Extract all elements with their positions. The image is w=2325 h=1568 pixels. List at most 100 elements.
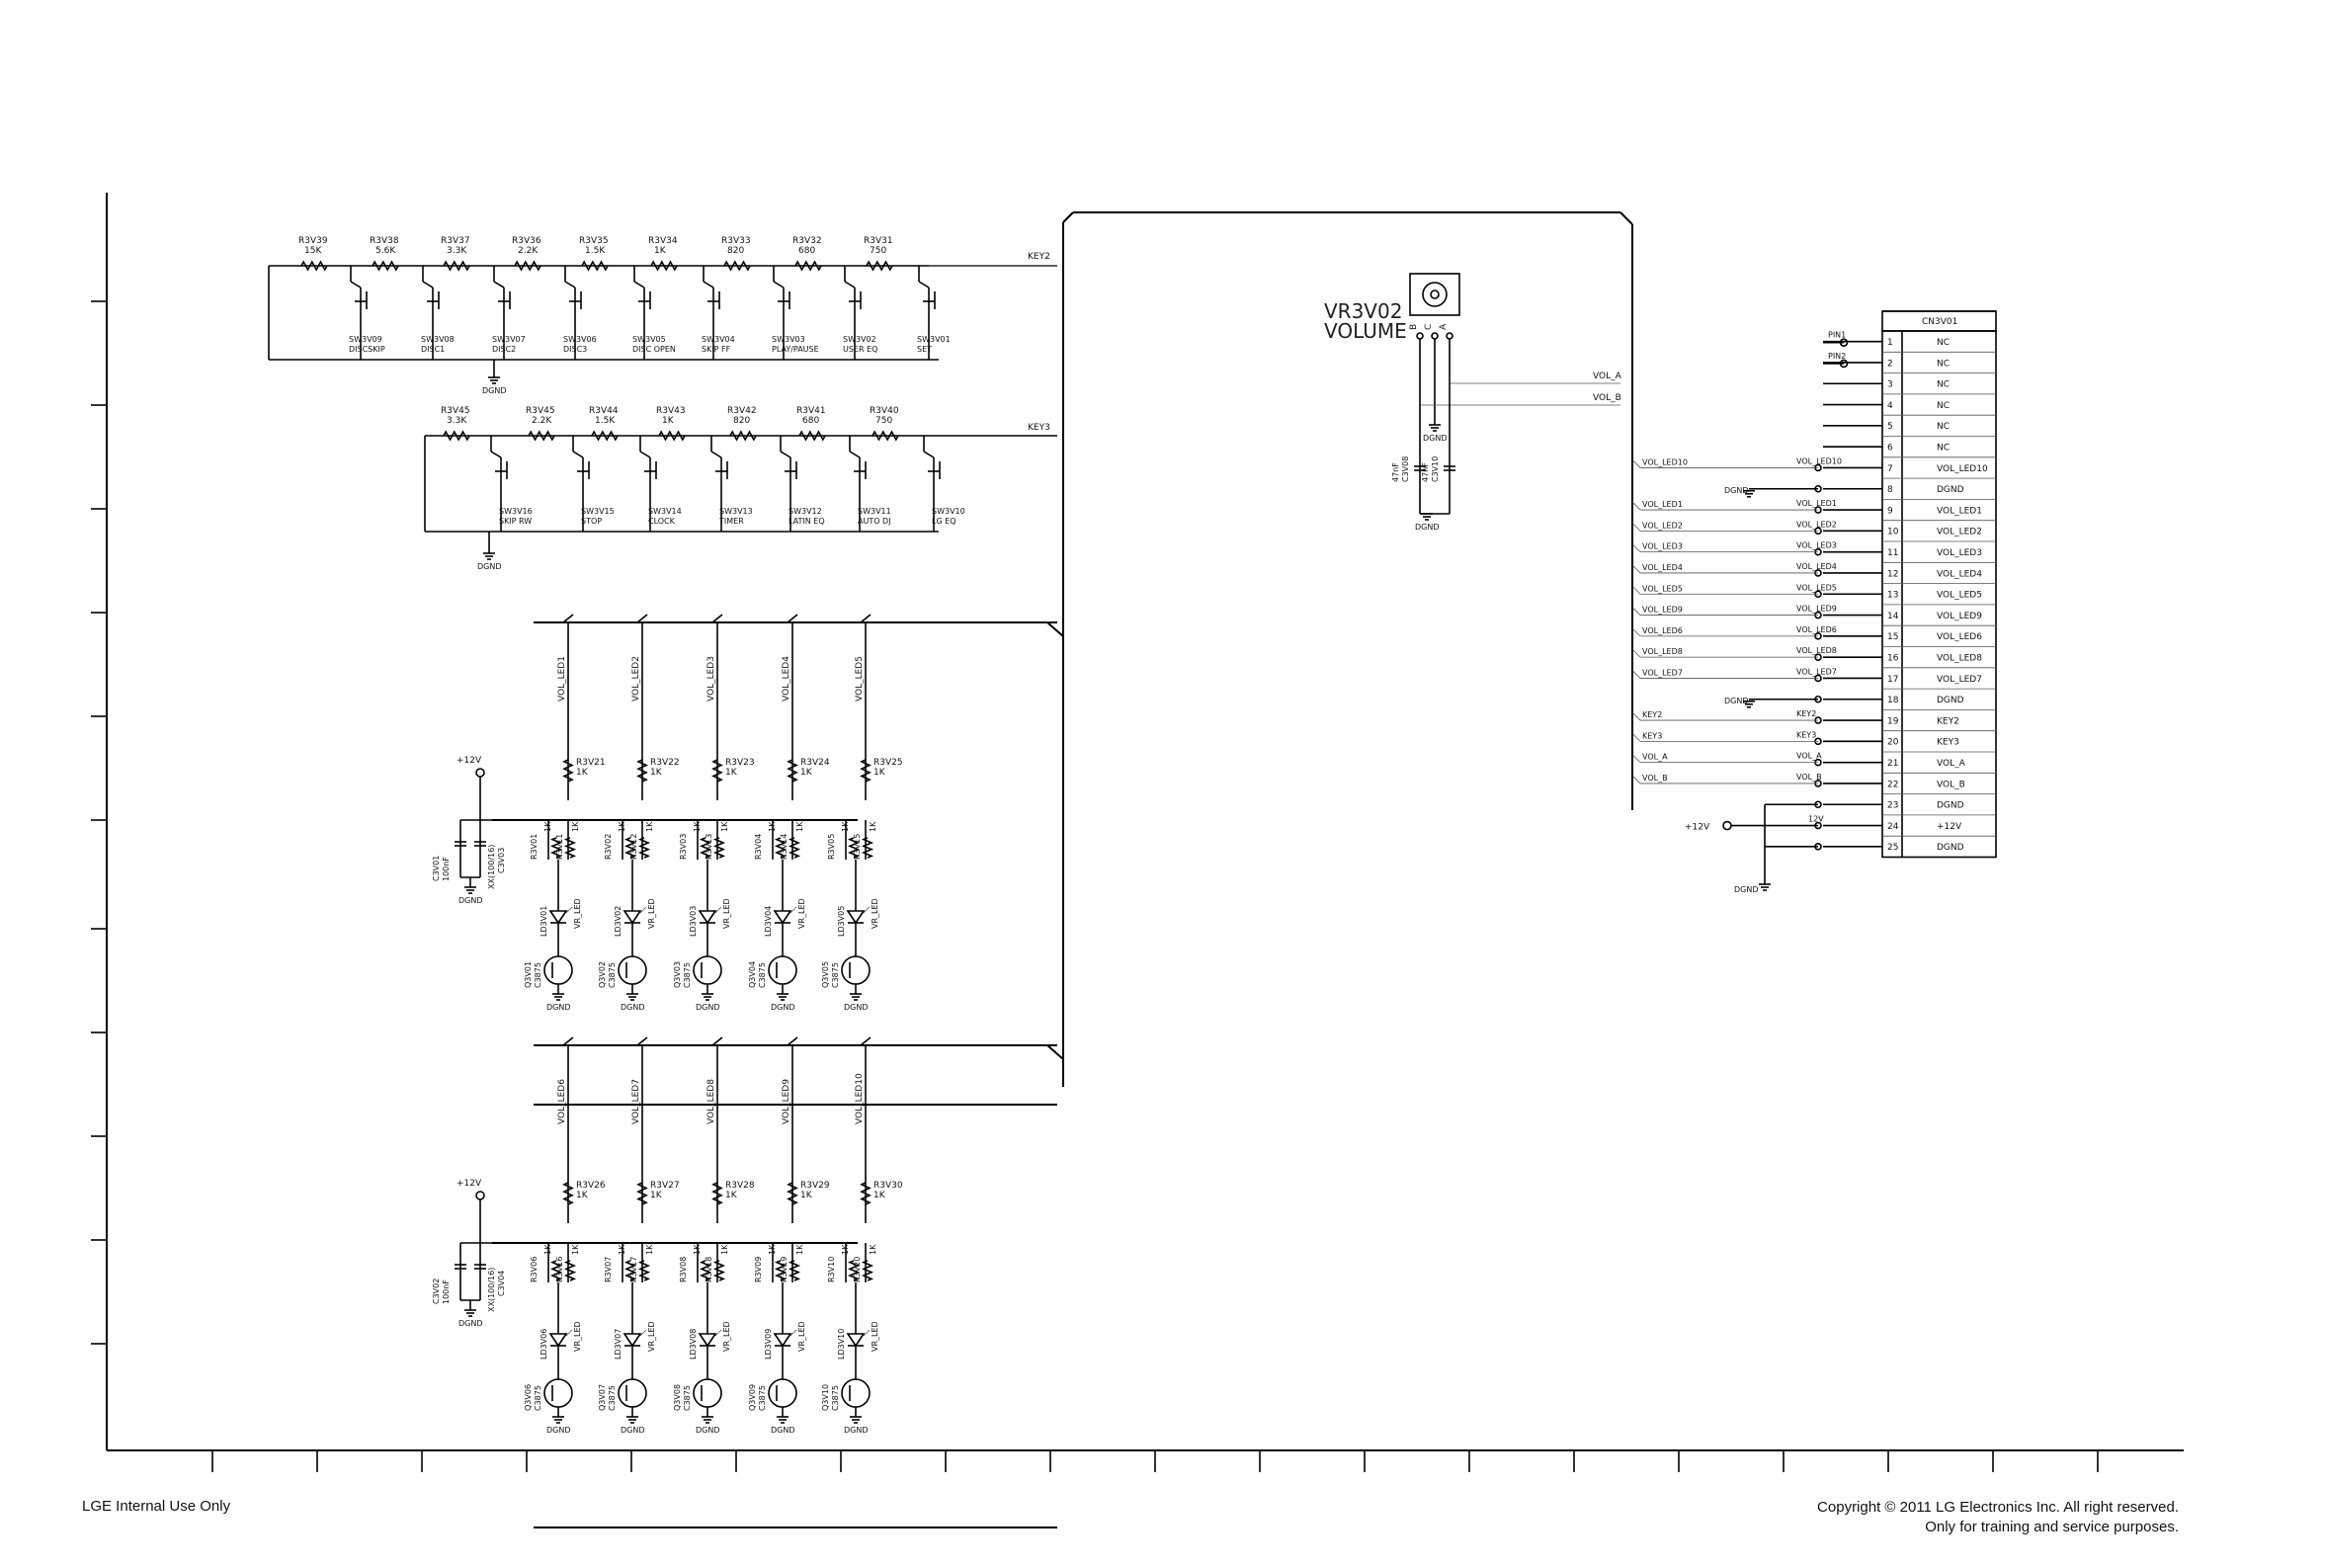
resistor-symbol — [847, 837, 861, 859]
bus-entry — [1631, 754, 1641, 763]
bias-resistor-ref: R3V11 — [555, 834, 564, 860]
connector-pin-number: 21 — [1887, 759, 1898, 769]
bias-resistor-value: 1K — [795, 1244, 804, 1255]
key3-resistor-ref: R3V41 — [796, 406, 826, 416]
ecap-ref: C3V03 — [497, 848, 506, 873]
key2-resistor-value: 2.2K — [518, 246, 539, 256]
led-ref: LD3V05 — [837, 906, 846, 937]
vol-a-label: VOL_A — [1593, 371, 1622, 381]
key3-switch-name: LATIN EQ — [789, 517, 825, 526]
bias-resistor-ref: R3V05 — [827, 834, 836, 860]
ground-label: DGND — [621, 1426, 645, 1435]
led-type-label: VR_LED — [797, 898, 806, 929]
bias-resistor-value: 1K — [841, 1244, 850, 1255]
bias-resistor-ref: R3V09 — [754, 1257, 763, 1282]
v12-label: 12V — [1808, 815, 1824, 824]
key3-switch-ref: SW3V15 — [581, 507, 615, 516]
led-ref: LD3V03 — [689, 906, 698, 937]
connector-pin-number: 24 — [1887, 822, 1899, 832]
bias-resistor-ref: R3V17 — [629, 1257, 638, 1282]
connector-pin-number: 11 — [1887, 548, 1898, 558]
bias-resistor-ref: R3V06 — [530, 1257, 539, 1282]
key3-resistor-ref: R3V43 — [656, 406, 686, 416]
bias-resistor-ref: R3V14 — [780, 834, 789, 860]
resistor-symbol — [788, 837, 801, 859]
key3-resistor-ref: R3V45 — [441, 406, 470, 416]
key2-switch-ref: SW3V08 — [421, 335, 455, 344]
transistor-ref: Q3V09 — [748, 1384, 757, 1411]
led-net-label: VOL_LED3 — [706, 656, 716, 701]
supply-label: +12V — [1685, 823, 1710, 833]
resistor-symbol — [563, 837, 577, 859]
key2-switch-ladder: KEY2R3V3915KR3V385.6KR3V373.3KR3V362.2KR… — [268, 236, 1057, 395]
bias-resistor-ref: R3V02 — [604, 834, 613, 860]
supply-terminal-icon — [1722, 820, 1732, 831]
key2-resistor-ref: R3V38 — [370, 236, 399, 246]
connector-pin-number: 20 — [1887, 738, 1899, 748]
key3-resistor-value: 680 — [802, 416, 819, 426]
switch-contact — [639, 451, 651, 458]
bias-resistor-value: 1K — [618, 1244, 626, 1255]
connector-pin-number: 2 — [1887, 359, 1893, 369]
bus-signal-label: VOL_LED4 — [1642, 563, 1683, 572]
key2-net-label: KEY2 — [1028, 252, 1050, 262]
led-icon — [548, 1333, 568, 1348]
connector-pin-number: 9 — [1887, 506, 1893, 516]
dgnd-label: DGND — [1724, 486, 1749, 495]
bias-resistor-value: 1K — [720, 1244, 729, 1255]
connector-pin-name: NC — [1937, 380, 1950, 390]
bus-entry — [562, 614, 574, 623]
transistor-ref: Q3V04 — [748, 961, 757, 988]
connector-pin-number: 19 — [1887, 716, 1899, 726]
led-ref: LD3V07 — [614, 1329, 623, 1360]
switch-contact — [564, 281, 576, 289]
bus-entry — [711, 1036, 723, 1046]
led-icon — [548, 910, 568, 925]
key3-switch-ref: SW3V14 — [648, 507, 682, 516]
key2-resistor-value: 1.5K — [585, 246, 606, 256]
connector-ref: CN3V01 — [1922, 317, 1957, 327]
key2-switch-name: SET — [917, 345, 932, 354]
ground-label: DGND — [477, 562, 502, 571]
led-resistor-value: 1K — [650, 1191, 663, 1200]
supply-label: +12V — [457, 1179, 482, 1189]
vol-b-label: VOL_B — [1593, 393, 1621, 403]
connector-pin-name: VOL_LED3 — [1937, 548, 1982, 558]
key3-switch-ladder: KEY3R3V453.3KR3V452.2KR3V441.5KR3V431KR3… — [424, 406, 1057, 571]
resistor-symbol — [711, 759, 723, 783]
connector-pin-number: 10 — [1887, 528, 1899, 537]
bus-signal-label: VOL_A — [1642, 753, 1668, 762]
ground-label: DGND — [1423, 434, 1448, 443]
supply-terminal-icon — [475, 1191, 485, 1200]
bus-signal-label: VOL_LED10 — [1642, 457, 1688, 466]
switch-contact — [918, 281, 930, 289]
switch-contact — [422, 281, 434, 289]
ground-label: DGND — [1415, 523, 1440, 532]
bus-entry — [860, 614, 872, 623]
key3-resistor-ref: R3V45 — [526, 406, 555, 416]
resistor-symbol — [787, 1182, 798, 1205]
switch-contact — [493, 281, 505, 289]
bus-entry — [1631, 585, 1641, 595]
connector-pin-number: 12 — [1887, 569, 1898, 579]
transistor-type: C3875 — [534, 962, 542, 988]
volume-name-label: VOLUME — [1324, 319, 1407, 343]
bus-entry — [787, 1036, 798, 1046]
bus-entry — [711, 614, 723, 623]
key3-switch-name: SKIP RW — [499, 517, 532, 526]
connector-terminal-label: VOL_LED4 — [1796, 562, 1837, 571]
resistor-symbol — [723, 260, 751, 272]
transistor-type: C3875 — [608, 1385, 617, 1411]
led-type-label: VR_LED — [722, 1321, 731, 1352]
key2-switch-name: DISC2 — [492, 345, 516, 354]
bias-resistor-ref: R3V13 — [705, 834, 713, 860]
bias-resistor-value: 1K — [693, 821, 702, 832]
bus-entry — [860, 1036, 872, 1046]
main-bus-corner — [1062, 211, 1074, 223]
main-bus-corner — [1619, 211, 1633, 225]
led-resistor-value: 1K — [873, 768, 886, 778]
ground-label: DGND — [771, 1003, 795, 1012]
led-net-label: VOL_LED7 — [631, 1079, 641, 1124]
transistor-ref: Q3V05 — [821, 961, 830, 988]
